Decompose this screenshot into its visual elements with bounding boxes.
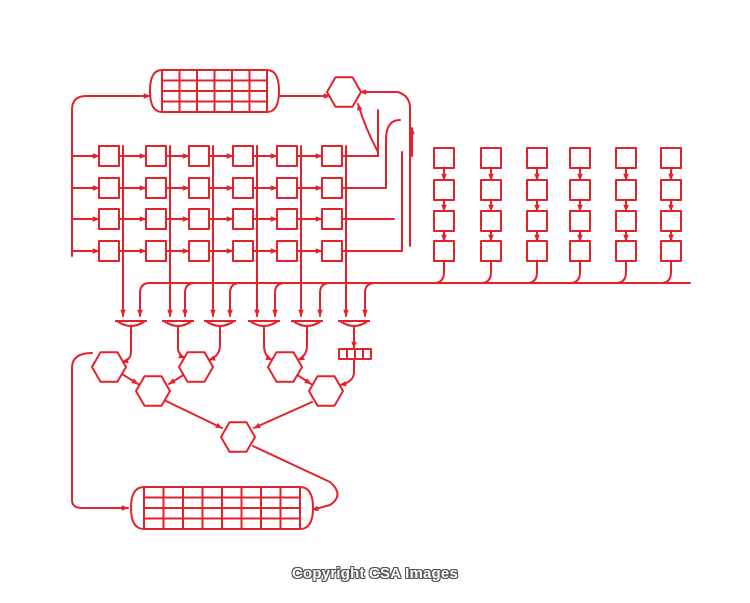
column-block-out: [660, 260, 672, 284]
grid-node-box: [232, 177, 254, 199]
register-cell: [362, 348, 372, 360]
collector-branch: [227, 282, 241, 317]
grid-node-box: [145, 145, 167, 167]
grid-node-box: [98, 240, 120, 262]
grid-node-box: [276, 208, 298, 230]
column-block-box: [433, 210, 455, 232]
comp5-to-hex3: [297, 325, 308, 361]
hex4-to-hex6: [165, 400, 223, 429]
diagram-shapes: [91, 69, 682, 530]
hexagon-node: [178, 351, 214, 383]
column-block-box: [526, 240, 548, 262]
collector-branch: [317, 282, 331, 317]
top-hexagon-node: [326, 76, 362, 108]
top-cell-array: [149, 69, 280, 113]
column-block-box: [480, 179, 502, 201]
column-block-box: [660, 147, 682, 169]
grid-node-box: [145, 177, 167, 199]
grid-node-box: [321, 177, 343, 199]
hexagon-node: [91, 351, 127, 383]
column-block-out: [569, 260, 581, 284]
right-return-bus: [359, 89, 411, 247]
register-cell: [338, 348, 348, 360]
grid-node-box: [98, 208, 120, 230]
grid-node-box: [188, 177, 210, 199]
column-block-box: [433, 179, 455, 201]
grid-node-box: [321, 240, 343, 262]
grid-node-box: [188, 145, 210, 167]
hexagon-node: [267, 351, 303, 383]
column-block-box: [660, 179, 682, 201]
column-block-box: [526, 179, 548, 201]
diag-to-top-hex: [357, 103, 379, 153]
grid-node-box: [232, 145, 254, 167]
connector-lines: [71, 89, 691, 512]
hexagon-node: [308, 375, 344, 407]
column-block-out: [433, 260, 445, 284]
grid-node-box: [145, 208, 167, 230]
hex6-to-bottom-array: [252, 445, 339, 512]
copyright-watermark: Copyright CSA Images: [292, 565, 458, 582]
column-block-out: [480, 260, 492, 284]
hexagon-node: [220, 421, 256, 453]
grid-node-box: [98, 145, 120, 167]
grid-node-box: [321, 208, 343, 230]
register-cell: [354, 348, 364, 360]
left-loop-to-bottom-array: [71, 352, 129, 511]
hex1-to-hex4: [121, 373, 139, 385]
register-cell: [346, 348, 356, 360]
column-block-box: [615, 179, 637, 201]
register-to-hex5: [339, 358, 355, 387]
bottom-cell-array: [130, 486, 314, 530]
column-block-box: [480, 240, 502, 262]
grid-node-box: [188, 208, 210, 230]
collector-branch: [362, 282, 376, 317]
column-block-box: [615, 240, 637, 262]
hex2-to-hex4: [168, 373, 186, 385]
comp1-to-hex1: [121, 325, 132, 364]
collector-bus: [137, 282, 691, 317]
comp2-to-hex2: [177, 325, 186, 359]
column-block-box: [615, 147, 637, 169]
column-block-box: [569, 210, 591, 232]
grid-node-box: [188, 240, 210, 262]
column-block-box: [480, 147, 502, 169]
grid-node-box: [276, 145, 298, 167]
grid-node-box: [98, 177, 120, 199]
column-block-box: [569, 179, 591, 201]
comp3-to-hex2: [208, 325, 221, 361]
column-block-box: [660, 210, 682, 232]
grid-node-box: [276, 177, 298, 199]
column-block-out: [615, 260, 627, 284]
grid-node-box: [321, 145, 343, 167]
column-block-box: [569, 240, 591, 262]
comp4-to-hex3: [263, 325, 273, 361]
column-block-box: [660, 240, 682, 262]
collector-branch: [272, 282, 286, 317]
grid-node-box: [145, 240, 167, 262]
collector-branch: [182, 282, 196, 317]
grid-node-box: [232, 208, 254, 230]
column-block-box: [526, 210, 548, 232]
hex5-to-hex6: [253, 401, 313, 429]
column-block-box: [480, 210, 502, 232]
column-block-box: [433, 147, 455, 169]
column-block-box: [569, 147, 591, 169]
column-block-box: [526, 147, 548, 169]
grid-node-box: [232, 240, 254, 262]
column-block-box: [615, 210, 637, 232]
hex3-to-hex5: [295, 373, 312, 385]
column-block-box: [433, 240, 455, 262]
left-return-bus: [71, 93, 151, 257]
hexagon-node: [135, 375, 171, 407]
column-block-out: [526, 260, 538, 284]
right-bus-2: [385, 119, 401, 189]
grid-node-box: [276, 240, 298, 262]
